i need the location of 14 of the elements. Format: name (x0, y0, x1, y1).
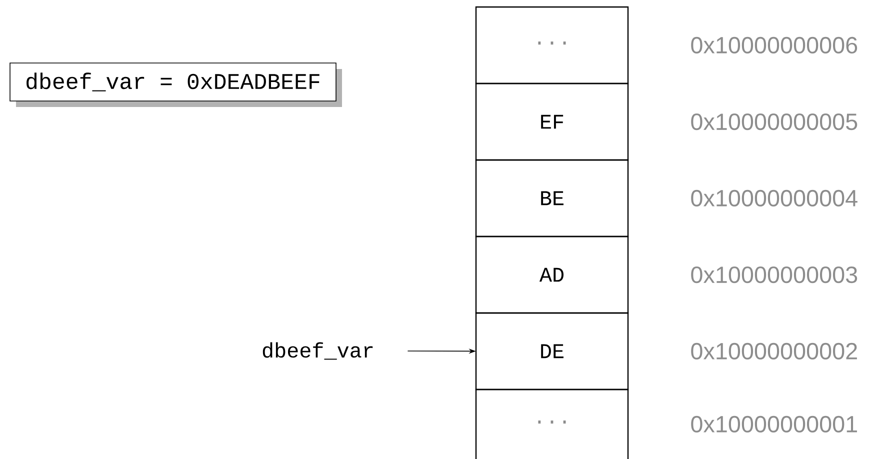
address-label: 0x10000000003 (691, 266, 858, 284)
address-label: 0x10000000006 (691, 36, 858, 54)
code-box: dbeef_var = 0xDEADBEEF (10, 62, 342, 107)
address-label: 0x10000000005 (691, 114, 858, 130)
memory-cell: EF (475, 82, 629, 161)
address-label: 0x10000000002 (691, 342, 857, 360)
address-label: 0x10000000004 (691, 190, 858, 206)
memory-cell: AD (475, 236, 629, 314)
memory-cell: DE (475, 312, 629, 390)
memory-cell: ··· (475, 6, 629, 84)
address-label: 0x10000000001 (691, 416, 857, 432)
variable-label: dbeef_var (262, 342, 373, 360)
memory-cell: BE (475, 159, 629, 238)
memory-cell: ··· (475, 388, 629, 459)
